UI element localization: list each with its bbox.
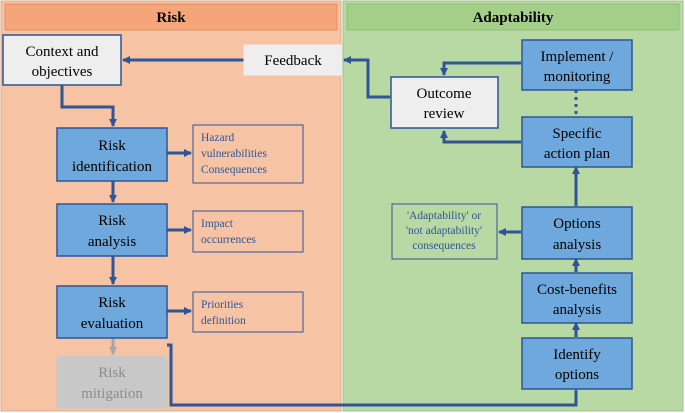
risk-identification-line-2: identification [72, 159, 152, 175]
risk-title: Risk [156, 10, 186, 26]
note-priorities [192, 291, 304, 333]
node-options-analysis [521, 206, 633, 260]
node-context-objectives [2, 34, 122, 86]
cost-benefits-line-1: Cost-benefits [537, 282, 617, 298]
risk-analysis-line-1: Risk [98, 213, 126, 229]
options-analysis-line-2: analysis [553, 237, 601, 253]
risk-analysis-line-2: analysis [88, 234, 136, 250]
implement-line-1: Implement / [541, 49, 615, 65]
identify-options-line-2: options [555, 367, 599, 383]
risk-mitigation-line-2: mitigation [81, 386, 143, 402]
risk-mitigation-line-1: Risk [98, 365, 126, 381]
node-implement-monitoring [521, 39, 633, 91]
note-hazard-line-1: Hazard [201, 132, 234, 144]
outcome-review-line-1: Outcome [417, 86, 472, 102]
risk-header [4, 3, 338, 31]
identify-options-line-1: Identify [553, 347, 601, 363]
options-analysis-line-1: Options [553, 216, 601, 232]
feedback-label: Feedback [264, 53, 322, 69]
edge-specific-plan-to-outcome [440, 130, 521, 144]
note-priorities-line-2: definition [201, 315, 246, 327]
note-hazard-line-2: vulnerabilities [201, 148, 267, 160]
note-consequences-line-3: consequences [412, 240, 476, 252]
edge-outcome-to-feedback [343, 56, 390, 99]
implement-line-2: monitoring [544, 69, 611, 85]
risk-evaluation-line-1: Risk [98, 295, 126, 311]
outcome-review-line-2: review [424, 106, 465, 122]
edge-evaluation-to-identify-options [167, 343, 578, 407]
specific-plan-line-2: action plan [544, 146, 611, 162]
risk-identification-line-1: Risk [98, 138, 126, 154]
node-cost-benefits-analysis [521, 272, 633, 324]
note-adaptability-consequences [391, 203, 498, 260]
node-risk-mitigation [56, 355, 168, 409]
adaptability-title: Adaptability [473, 10, 554, 26]
node-identify-options [521, 337, 633, 390]
note-consequences-line-2: 'not adaptability' [406, 225, 482, 237]
note-impact-line-1: Impact [201, 218, 234, 230]
note-hazard-line-3: Consequences [201, 164, 267, 176]
node-specific-action-plan [521, 116, 633, 168]
node-risk-identification [56, 127, 168, 182]
context-line-2: objectives [32, 64, 93, 80]
node-feedback [243, 44, 343, 76]
risk-evaluation-line-2: evaluation [81, 316, 144, 332]
note-consequences-line-1: 'Adaptability' or [407, 210, 481, 222]
node-risk-evaluation [56, 285, 168, 339]
cost-benefits-line-2: analysis [553, 302, 601, 318]
node-outcome-review [390, 76, 499, 129]
adaptability-header [346, 3, 680, 31]
note-hazard [192, 124, 304, 184]
note-impact-line-2: occurrences [201, 234, 256, 246]
context-line-1: Context and [26, 44, 99, 60]
edge-implement-to-outcome [440, 61, 521, 76]
specific-plan-line-1: Specific [552, 126, 601, 142]
node-risk-analysis [56, 203, 168, 257]
note-priorities-line-1: Priorities [201, 299, 244, 311]
note-impact [192, 210, 304, 253]
edge-context-to-identification [60, 85, 117, 127]
